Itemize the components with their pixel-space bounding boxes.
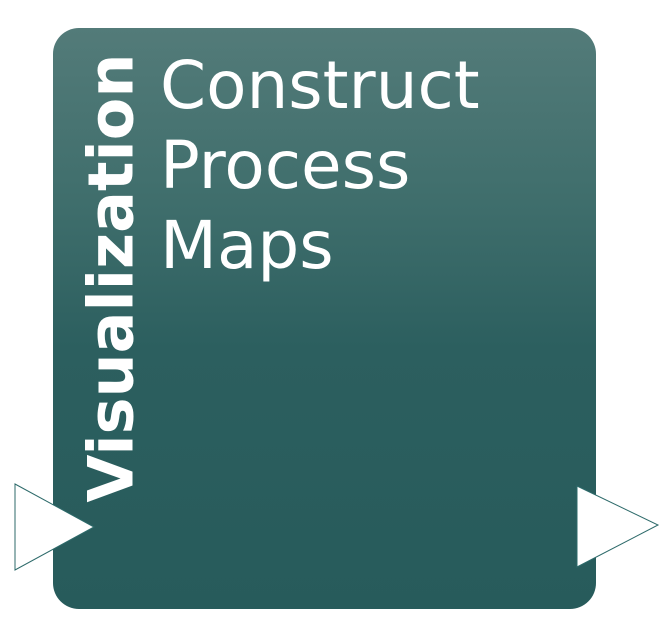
output-arrow-icon [576,485,660,568]
category-label: Visualization [75,52,149,503]
process-step-card [53,28,596,609]
step-title-line-3: Maps [160,207,334,284]
step-title: Construct Process Maps [160,46,480,286]
step-title-line-1: Construct [160,47,480,124]
input-arrow-icon [14,483,96,571]
step-title-line-2: Process [160,127,411,204]
category-label-text: Visualization [75,52,149,503]
